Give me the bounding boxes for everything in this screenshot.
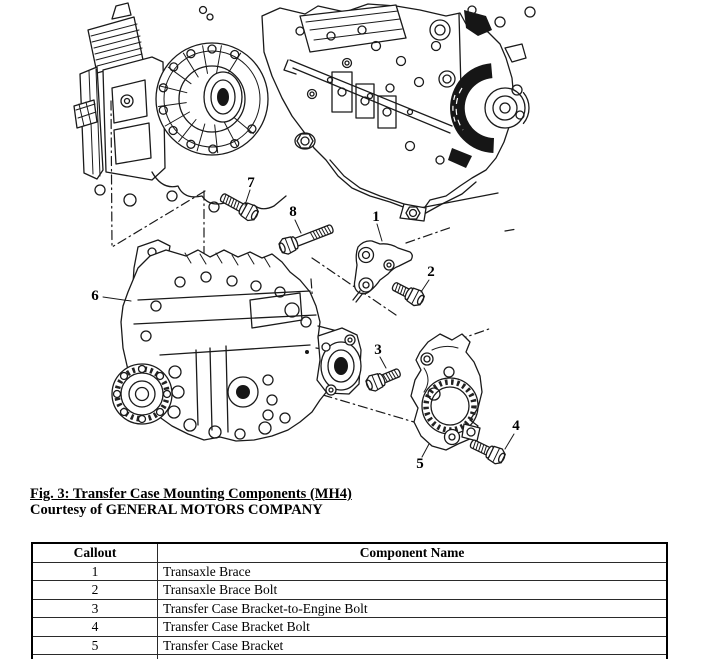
cell-callout: 1 bbox=[31, 561, 158, 581]
callout-label-8: 8 bbox=[289, 204, 297, 220]
transaxle-brace bbox=[352, 240, 413, 303]
callout-label-6: 6 bbox=[91, 288, 99, 304]
bolt-callout-7 bbox=[219, 193, 260, 222]
col-header-component-name: Component Name bbox=[157, 542, 668, 563]
cell-component-name: Transfer Case Bracket bbox=[157, 635, 668, 655]
engine-block bbox=[261, 3, 536, 222]
bolt-callout-3 bbox=[365, 368, 401, 392]
callout-label-3: 3 bbox=[374, 342, 382, 358]
callout-label-1: 1 bbox=[372, 209, 380, 225]
table-header-row: Callout Component Name bbox=[31, 542, 668, 563]
cell-callout: 2 bbox=[31, 580, 158, 600]
cell-component-name: Transaxle Brace Bolt bbox=[157, 580, 668, 600]
cell-callout: 4 bbox=[31, 617, 158, 637]
callout-label-2: 2 bbox=[427, 264, 435, 280]
output-flange bbox=[316, 327, 362, 396]
cell-component-name: Transaxle Brace bbox=[157, 561, 668, 581]
engine-assembly bbox=[73, 2, 536, 222]
cell-callout: 5 bbox=[31, 635, 158, 655]
cell-callout: 3 bbox=[31, 598, 158, 618]
figure-diagram: 1 2 3 4 5 6 7 8 bbox=[73, 2, 536, 472]
cell-component-name: Transfer Case Bracket Bolt bbox=[157, 617, 668, 637]
bolt-callout-4 bbox=[469, 439, 506, 465]
callout-leaders bbox=[102, 189, 515, 458]
callout-label-4: 4 bbox=[512, 418, 520, 434]
figure-caption: Fig. 3: Transfer Case Mounting Component… bbox=[30, 486, 352, 502]
bolt-callout-2 bbox=[391, 282, 425, 307]
callout-numbers: 1 2 3 4 5 6 7 8 bbox=[91, 175, 520, 472]
bolt-callout-8 bbox=[278, 224, 334, 255]
table-row-partial bbox=[31, 654, 668, 659]
figure-caption-block: Fig. 3: Transfer Case Mounting Component… bbox=[30, 486, 352, 518]
transaxle-housing bbox=[73, 2, 287, 215]
transfer-case-bracket bbox=[410, 333, 483, 451]
transfer-case bbox=[111, 239, 346, 442]
callout-label-7: 7 bbox=[247, 175, 255, 191]
cell-component-name: Transfer Case Bracket-to-Engine Bolt bbox=[157, 598, 668, 618]
figure-credit: Courtesy of GENERAL MOTORS COMPANY bbox=[30, 501, 323, 518]
col-header-callout: Callout bbox=[31, 542, 158, 563]
callout-label-5: 5 bbox=[416, 456, 424, 472]
